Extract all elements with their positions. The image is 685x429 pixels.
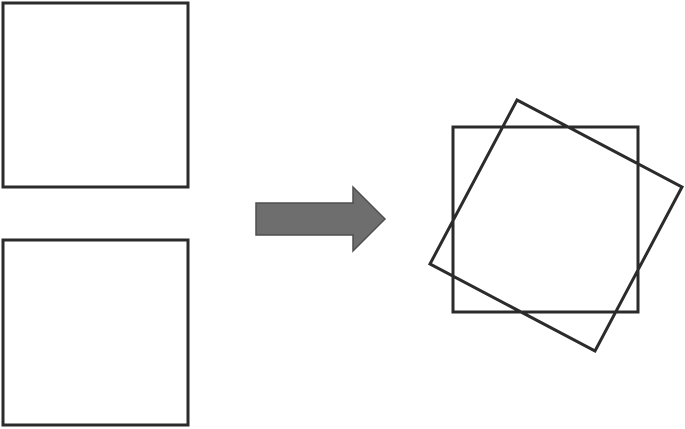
left-top-square bbox=[1, 1, 190, 189]
left-bottom-square bbox=[1, 238, 190, 427]
right-arrow-icon bbox=[255, 185, 387, 253]
right-rotated-square bbox=[427, 97, 685, 354]
right-upright-square bbox=[451, 125, 640, 314]
